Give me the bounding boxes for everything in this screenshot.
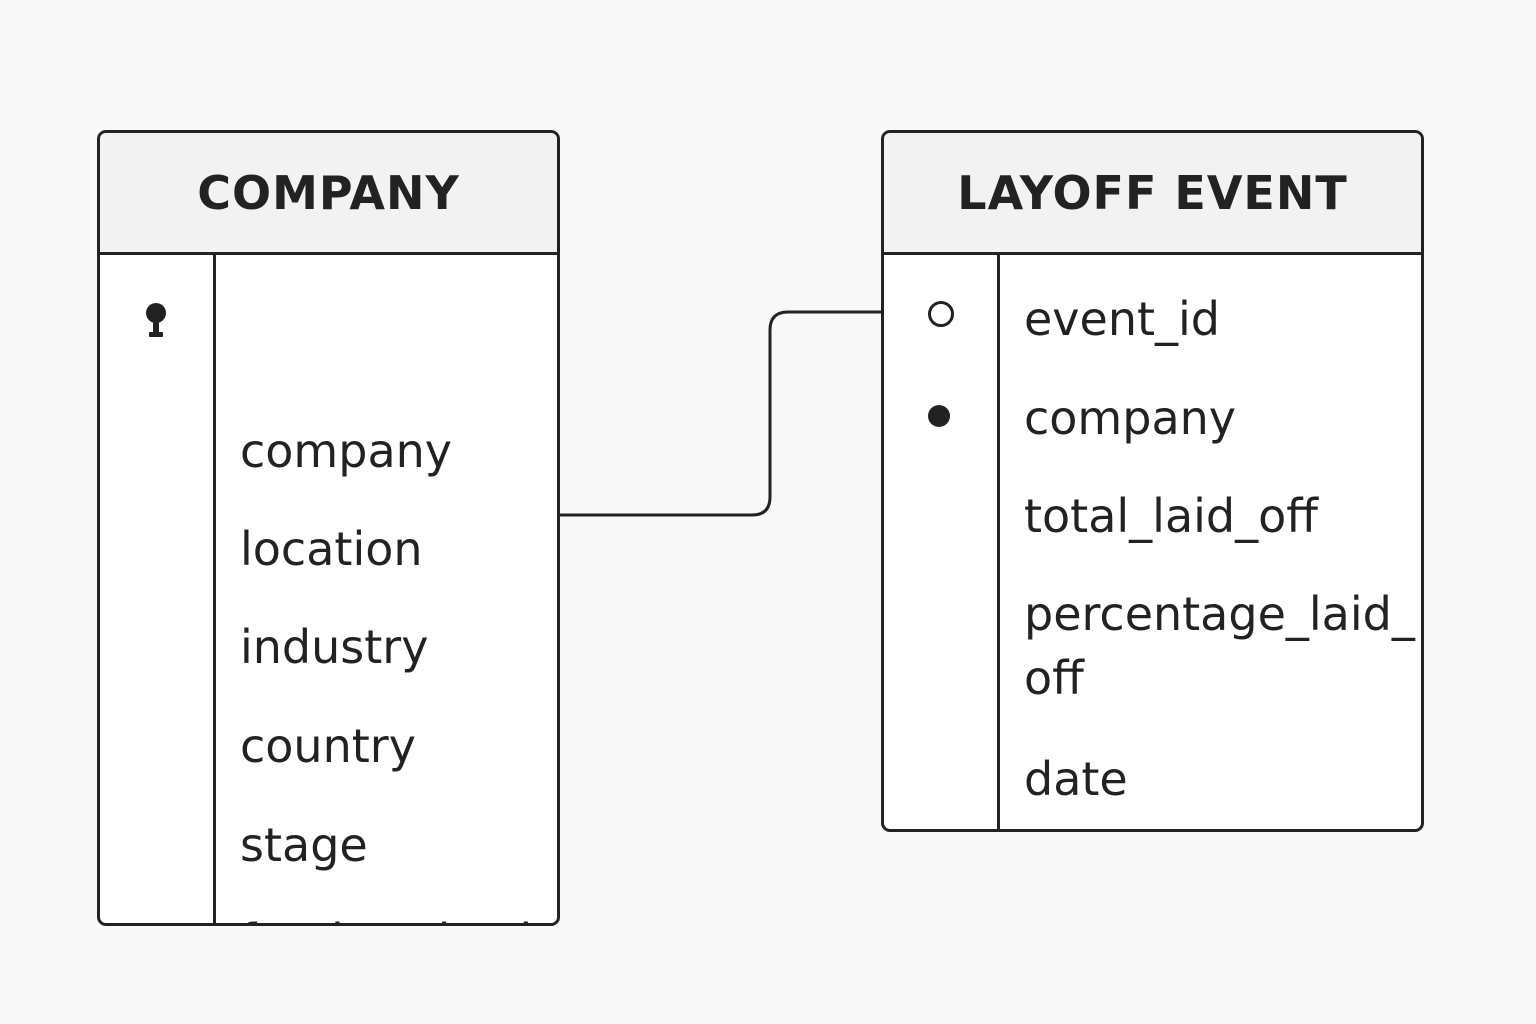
relationship-end-circle-icon <box>928 301 954 327</box>
company-key-column <box>100 255 216 923</box>
layoff-event-entity-header: LAYOFF EVENT <box>884 133 1421 255</box>
layoff-event-field-percentage-laid-off: percentage_laid_ off <box>1024 587 1415 705</box>
company-field-location: location <box>240 522 423 576</box>
company-field-company: company <box>240 424 453 478</box>
layoff-event-key-column <box>884 255 1000 829</box>
company-field-industry: industry <box>240 620 429 674</box>
layoff-event-field-total-laid-off: total_laid_off <box>1024 489 1318 543</box>
company-entity[interactable]: COMPANY company location industry countr… <box>97 130 560 926</box>
layoff-event-entity-title: LAYOFF EVENT <box>957 165 1348 220</box>
layoff-event-field-date: date <box>1024 752 1128 806</box>
primary-key-icon <box>146 303 166 337</box>
company-field-country: country <box>240 719 416 773</box>
company-field-stage: stage <box>240 818 368 872</box>
relationship-line <box>560 310 925 517</box>
company-entity-header: COMPANY <box>100 133 557 255</box>
company-field-funds-raised-millions: funds_raised millions <box>240 909 532 923</box>
layoff-event-field-event-id: event_id <box>1024 292 1220 346</box>
layoff-event-field-company: company <box>1024 391 1237 445</box>
layoff-event-entity[interactable]: LAYOFF EVENT event_id company total_laid… <box>881 130 1424 832</box>
company-entity-title: COMPANY <box>197 165 460 220</box>
foreign-key-dot-icon <box>928 405 950 427</box>
